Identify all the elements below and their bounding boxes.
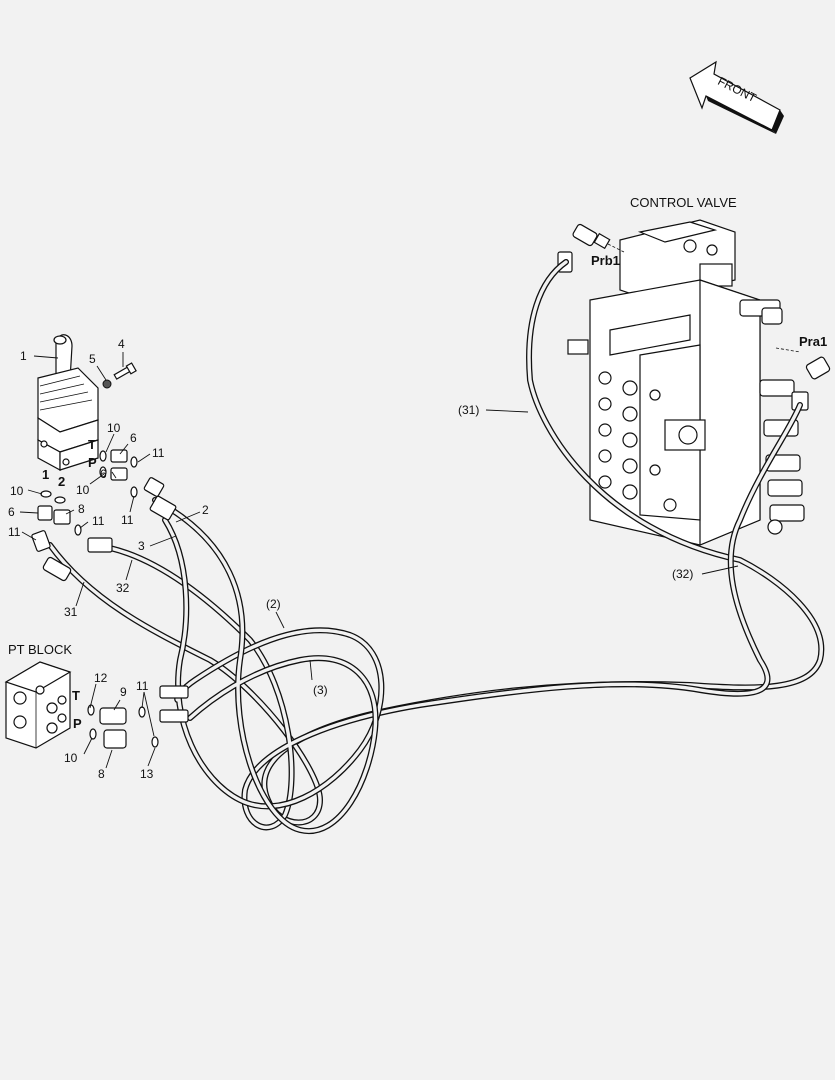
callout-5: 5 [89, 352, 96, 366]
pt-port-p-label: P [73, 716, 82, 731]
callout-32: 32 [116, 581, 130, 595]
callout-paren-2: (2) [266, 597, 281, 611]
pt-fittings [87, 685, 189, 749]
callout-12: 12 [94, 671, 108, 685]
pt-block [4, 661, 72, 749]
callout-11d: 11 [8, 525, 21, 539]
callout-8b: 8 [98, 767, 105, 781]
washer-5 [102, 379, 112, 389]
pt-port-t-label: T [72, 688, 80, 703]
pt-block-title: PT BLOCK [8, 642, 72, 657]
pra1-label: Pra1 [799, 334, 827, 349]
callout-10a: 10 [107, 421, 121, 435]
callout-6b: 6 [100, 467, 107, 481]
front-arrow: FRONT [689, 60, 784, 134]
rcv-fittings [31, 449, 177, 582]
valve-port-plugs [567, 339, 677, 512]
leader-lines [19, 352, 739, 769]
callout-11b: 11 [121, 513, 134, 527]
port-p-label: P [88, 455, 97, 470]
callout-13: 13 [140, 767, 154, 781]
valve-spools [664, 299, 805, 535]
callout-4: 4 [118, 337, 125, 351]
callout-6a: 6 [130, 431, 137, 445]
prb1-label: Prb1 [591, 253, 620, 268]
callout-2: 2 [202, 503, 209, 517]
callout-numbers: 1 4 5 10 6 11 10 6 11 10 6 8 11 11 2 3 3… [8, 337, 693, 781]
callout-9: 9 [120, 685, 127, 699]
callout-11c: 11 [92, 514, 105, 528]
callout-10c: 10 [10, 484, 24, 498]
callout-6c: 6 [8, 505, 15, 519]
bolt-4 [113, 362, 137, 380]
port-t-label: T [88, 437, 96, 452]
callout-8a: 8 [78, 502, 85, 516]
control-valve-body [567, 219, 805, 546]
callout-11e: 11 [136, 679, 149, 693]
port-1-label: 1 [42, 467, 49, 482]
hoses [47, 259, 825, 835]
callout-11a: 11 [152, 446, 165, 460]
callout-10b: 10 [76, 483, 90, 497]
callout-paren-3: (3) [313, 683, 328, 697]
rcv-lever [37, 334, 99, 472]
callout-paren-31: (31) [458, 403, 479, 417]
pra1-fitting [775, 347, 831, 411]
callout-paren-32: (32) [672, 567, 693, 581]
control-valve-title: CONTROL VALVE [630, 195, 737, 210]
callout-31: 31 [64, 605, 78, 619]
callout-10d: 10 [64, 751, 78, 765]
callout-3: 3 [138, 539, 145, 553]
callout-1: 1 [20, 349, 27, 363]
port-2-label: 2 [58, 474, 65, 489]
